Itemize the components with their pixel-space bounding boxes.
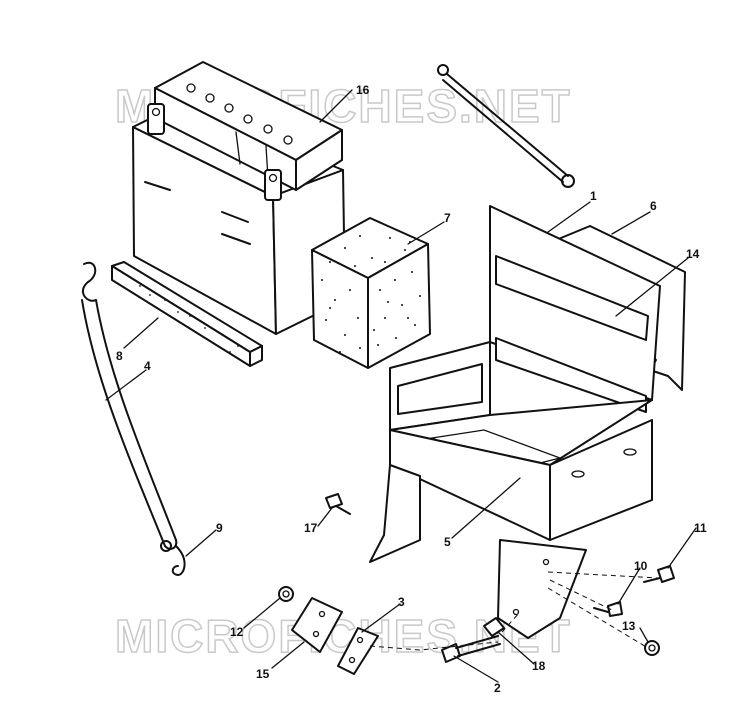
strap — [81, 261, 178, 552]
callout-14: 14 — [686, 247, 700, 261]
callout-1: 1 — [590, 189, 597, 203]
callout-leaders — [105, 89, 697, 683]
callout-3: 3 — [398, 595, 405, 609]
callout-9: 9 — [216, 521, 223, 535]
bracket-3 — [337, 627, 379, 675]
nut-12 — [278, 586, 294, 602]
callout-2: 2 — [494, 681, 501, 695]
screw-17 — [325, 493, 351, 515]
hook — [171, 545, 186, 576]
battery-box — [369, 205, 661, 639]
callout-5: 5 — [444, 535, 451, 549]
screw-10 — [593, 601, 623, 617]
callout-13: 13 — [622, 619, 636, 633]
callout-16: 16 — [356, 83, 370, 97]
callout-15: 15 — [256, 667, 270, 681]
foam-strip — [111, 261, 263, 367]
nut-13 — [644, 640, 660, 656]
callout-18: 18 — [532, 659, 546, 673]
callout-8: 8 — [116, 349, 123, 363]
callout-17: 17 — [304, 521, 318, 535]
callout-7: 7 — [444, 211, 451, 225]
callout-6: 6 — [650, 199, 657, 213]
bracket-15 — [291, 597, 343, 653]
foam-block — [311, 217, 431, 369]
callout-4: 4 — [144, 359, 151, 373]
ground-cable — [437, 64, 575, 188]
battery — [132, 61, 346, 335]
washer-18 — [483, 617, 505, 637]
callout-11: 11 — [694, 521, 707, 535]
callout-12: 12 — [230, 625, 244, 639]
screw-11 — [643, 565, 675, 583]
callout-10: 10 — [634, 559, 648, 573]
